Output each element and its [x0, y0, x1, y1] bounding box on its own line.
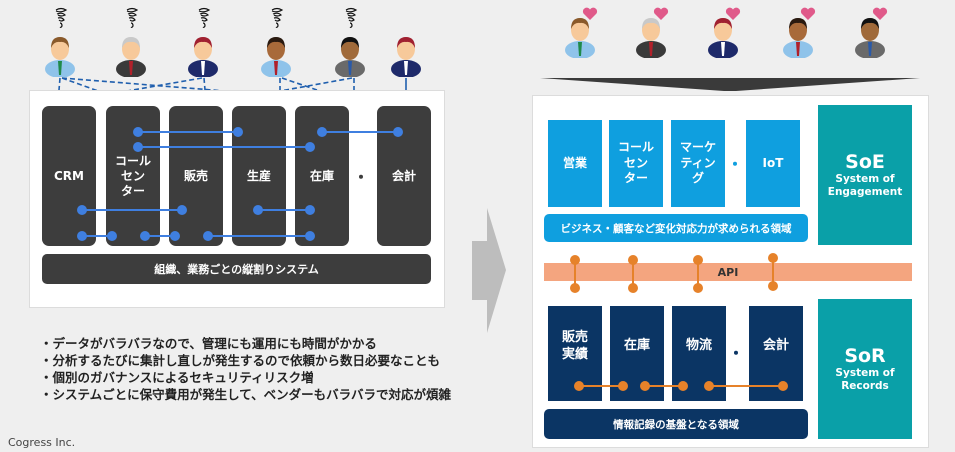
- connector-dot: [107, 231, 117, 241]
- system-call-center: コール セン ター: [106, 106, 160, 246]
- system-label: コール セン ター: [114, 153, 151, 198]
- system-crm: CRM: [42, 106, 96, 246]
- connector-dot: [618, 381, 628, 391]
- sor-badge: SoR System of Records: [818, 299, 912, 439]
- soe-call-center: コール セン ター: [609, 120, 663, 207]
- happy-person-icon: [562, 7, 598, 62]
- stressed-person-icon: [42, 7, 78, 81]
- stressed-person-icon: [258, 7, 294, 81]
- connector-dot: [305, 205, 315, 215]
- sor-subtitle: System of Records: [835, 367, 895, 392]
- connector-dot: [133, 127, 143, 137]
- system-label: 在庫: [309, 168, 334, 183]
- connector-dot: [768, 253, 778, 263]
- connector-dot: [693, 283, 703, 293]
- silo-system-bar: 組織、業務ごとの縦割りシステム: [42, 254, 431, 284]
- stressed-person-icon: [185, 7, 221, 81]
- connector-dot: [253, 205, 263, 215]
- silo-connections: [77, 127, 403, 241]
- soe-sales: 営業: [548, 120, 602, 207]
- connector-dot: [570, 255, 580, 265]
- issue-item: ・データがバラバラなので、管理にも運用にも時間がかかる: [40, 336, 377, 351]
- connector-dot: [133, 142, 143, 152]
- orange-connectors: [570, 253, 788, 391]
- connector-dot: [678, 381, 688, 391]
- connector-dot: [628, 283, 638, 293]
- heart-icon: [725, 6, 741, 25]
- issue-list: ・データがバラバラなので、管理にも運用にも時間がかかる ・分析するたびに集計し直…: [40, 335, 451, 403]
- issue-item: ・個別のガバナンスによるセキュリティリスク増: [40, 370, 314, 385]
- funnel-arrow-icon: [540, 78, 920, 91]
- system-label: マーケ ティン グ: [679, 140, 716, 186]
- system-sales: 販売: [169, 106, 223, 246]
- sor-title: SoR: [844, 345, 886, 367]
- stress-swirl-icon: [53, 7, 78, 31]
- connector-dot: [768, 281, 778, 291]
- connector-dot: [640, 381, 650, 391]
- dashed-arrow: [281, 77, 354, 105]
- connector-dot: [570, 283, 580, 293]
- soe-title: SoE: [845, 151, 885, 173]
- system-label: 会計: [391, 168, 416, 183]
- transition-arrow-icon: [472, 208, 506, 333]
- connector-dot: [177, 205, 187, 215]
- connector-dot: [305, 142, 315, 152]
- stress-swirl-icon: [124, 7, 149, 31]
- connector-dot: [170, 231, 180, 241]
- heart-icon: [653, 6, 669, 25]
- connector-dot: [317, 127, 327, 137]
- system-label: 物流: [685, 338, 712, 354]
- soe-domain-bar: ビジネス・顧客など変化対応力が求められる領域: [544, 214, 808, 242]
- happy-person-icon: [633, 7, 669, 62]
- api-bar: API: [544, 263, 912, 281]
- connector-dot: [704, 381, 714, 391]
- soe-badge: SoE System of Engagement: [818, 105, 912, 245]
- stressed-person-icon: [113, 7, 149, 81]
- system-label: CRM: [54, 168, 84, 183]
- soe-subtitle: System of Engagement: [827, 173, 903, 198]
- system-label: 販売 実績: [561, 329, 588, 362]
- connector-dot: [233, 127, 243, 137]
- happy-person-icon: [852, 7, 888, 62]
- connector-dot: [393, 127, 403, 137]
- stressed-person-icon: [332, 7, 368, 81]
- system-label: 生産: [246, 168, 271, 183]
- heart-icon: [872, 6, 888, 25]
- system-label: 在庫: [623, 338, 650, 354]
- connector-dot: [778, 381, 788, 391]
- person-icon: [388, 7, 424, 81]
- system-label: 営業: [562, 155, 587, 170]
- stress-swirl-icon: [269, 7, 294, 31]
- system-accounting: 会計: [377, 106, 431, 246]
- system-label: コール セン ター: [617, 140, 654, 186]
- company-footer: Cogress Inc.: [8, 436, 76, 449]
- connector-dot: [693, 255, 703, 265]
- system-label: 会計: [762, 338, 789, 354]
- connector-dot: [140, 231, 150, 241]
- happy-person-icon: [705, 7, 741, 62]
- issue-item: ・システムごとに保守費用が発生して、ベンダーもバラバラで対応が煩雑: [40, 387, 452, 402]
- issue-item: ・分析するたびに集計し直しが発生するので依頼から数日必要なことも: [40, 353, 441, 368]
- connector-dot: [628, 255, 638, 265]
- connector-dot: [77, 231, 87, 241]
- stress-swirl-icon: [343, 7, 368, 31]
- heart-icon: [582, 6, 598, 25]
- soe-iot: IoT: [746, 120, 800, 207]
- sor-domain-bar: 情報記録の基盤となる領域: [544, 409, 808, 439]
- stress-swirl-icon: [196, 7, 221, 31]
- connector-dot: [77, 205, 87, 215]
- right-architecture-panel: 営業 コール セン ター マーケ ティン グ ・・ IoT ビジネス・顧客など変…: [533, 96, 928, 447]
- heart-icon: [800, 6, 816, 25]
- connector-dot: [203, 231, 213, 241]
- system-label: 販売: [183, 168, 208, 183]
- connector-dot: [574, 381, 584, 391]
- soe-marketing: マーケ ティン グ: [671, 120, 725, 207]
- connector-dot: [305, 231, 315, 241]
- system-label: IoT: [762, 155, 784, 170]
- happy-person-icon: [780, 7, 816, 62]
